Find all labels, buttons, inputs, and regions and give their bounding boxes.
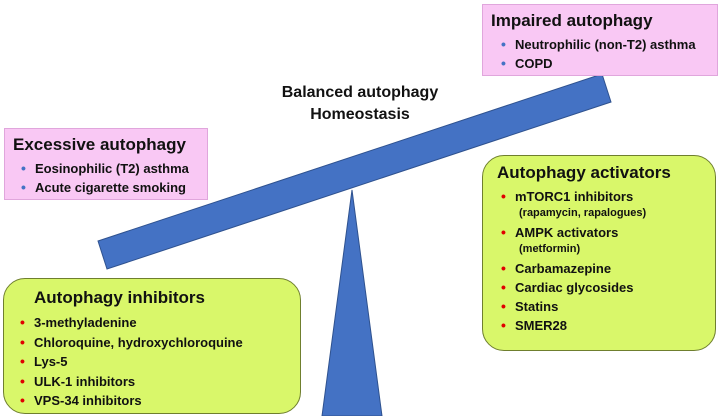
autophagy-inhibitors-title: Autophagy inhibitors — [34, 288, 205, 307]
autophagy-activators-list: mTORC1 inhibitors (rapamycin, rapalogues… — [501, 188, 715, 335]
list-item: Statins — [501, 297, 715, 316]
activator-label: AMPK activators — [515, 225, 619, 240]
list-item: Carbamazepine — [501, 259, 715, 278]
list-item: Acute cigarette smoking — [21, 178, 207, 197]
list-item: Cardiac glycosides — [501, 278, 715, 297]
list-item: Neutrophilic (non-T2) asthma — [501, 35, 717, 54]
list-item: ULK-1 inhibitors — [20, 372, 300, 392]
activator-label: mTORC1 inhibitors — [515, 189, 634, 204]
list-item: VPS-34 inhibitors — [20, 391, 300, 411]
activator-sub: (metformin) — [519, 243, 581, 255]
impaired-autophagy-title: Impaired autophagy — [491, 11, 653, 30]
list-item: AMPK activators (metformin) — [501, 224, 715, 257]
list-item: Lys-5 — [20, 352, 300, 372]
list-item: Chloroquine, hydroxychloroquine — [20, 333, 300, 353]
list-item: Eosinophilic (T2) asthma — [21, 159, 207, 178]
excessive-autophagy-box: Excessive autophagy Eosinophilic (T2) as… — [4, 128, 208, 200]
excessive-autophagy-list: Eosinophilic (T2) asthma Acute cigarette… — [21, 159, 207, 197]
autophagy-inhibitors-list: 3-methyladenine Chloroquine, hydroxychlo… — [20, 313, 300, 411]
seesaw-fulcrum — [321, 189, 383, 416]
autophagy-activators-title: Autophagy activators — [497, 163, 671, 182]
activator-sub: (rapamycin, rapalogues) — [519, 207, 647, 219]
autophagy-activators-box: Autophagy activators mTORC1 inhibitors (… — [482, 155, 716, 351]
impaired-autophagy-box: Impaired autophagy Neutrophilic (non-T2)… — [482, 4, 718, 76]
impaired-autophagy-list: Neutrophilic (non-T2) asthma COPD — [501, 35, 717, 73]
balanced-autophagy-title: Balanced autophagy Homeostasis — [230, 82, 490, 126]
center-line-1: Balanced autophagy — [281, 84, 439, 101]
list-item: mTORC1 inhibitors (rapamycin, rapalogues… — [501, 188, 715, 221]
list-item: 3-methyladenine — [20, 313, 300, 333]
seesaw-beam — [97, 73, 612, 270]
center-line-2: Homeostasis — [310, 106, 410, 123]
autophagy-inhibitors-box: Autophagy inhibitors 3-methyladenine Chl… — [3, 278, 301, 414]
excessive-autophagy-title: Excessive autophagy — [13, 135, 186, 154]
list-item: SMER28 — [501, 316, 715, 335]
list-item: COPD — [501, 54, 717, 73]
